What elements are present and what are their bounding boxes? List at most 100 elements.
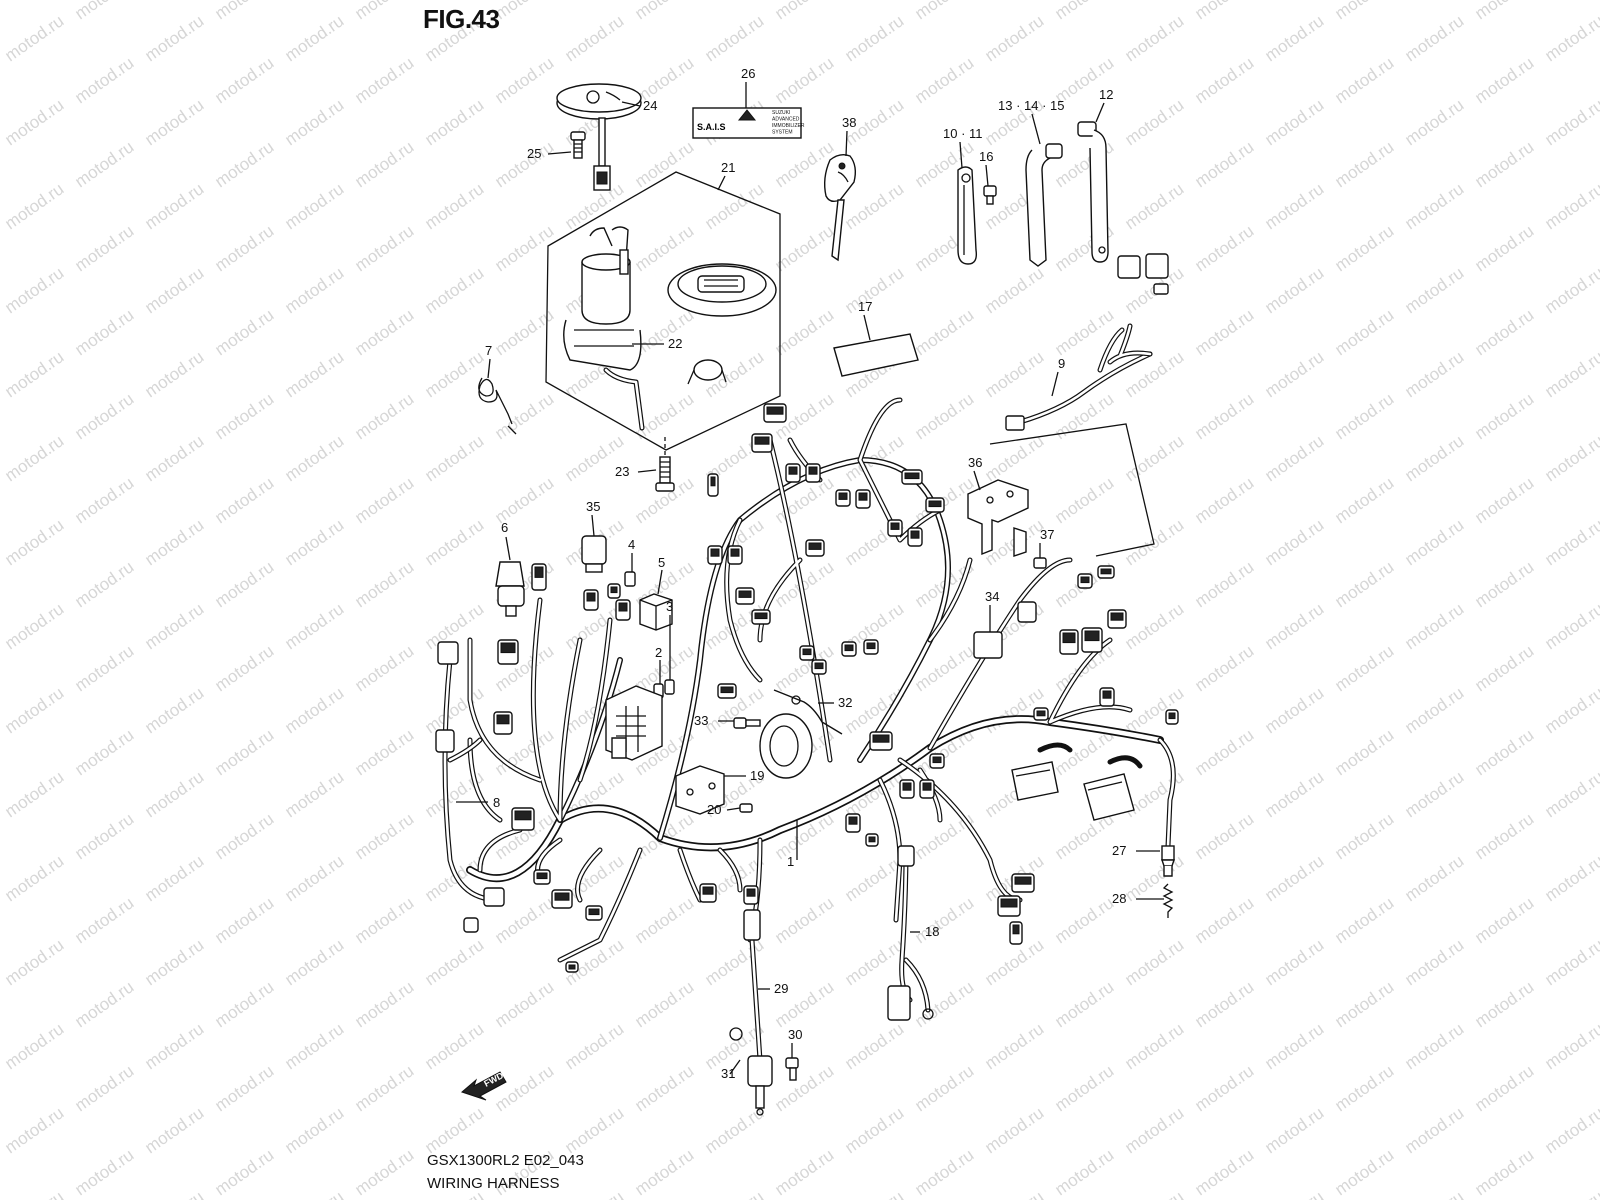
watermark-text: motod.ru [211, 305, 277, 359]
callout-label: 2 [655, 645, 662, 660]
callout-label: 27 [1112, 843, 1126, 858]
callout-label: 1 [787, 854, 794, 869]
callout-label: 36 [968, 455, 982, 470]
watermark-text: motod.ru [1261, 11, 1327, 65]
part-33-bolt [733, 717, 761, 729]
watermark-text: motod.ru [351, 389, 417, 443]
watermark-text: motod.ru [351, 809, 417, 863]
watermark-text: motod.ru [211, 641, 277, 695]
watermark-text: motod.ru [631, 221, 697, 275]
connector-socket [1102, 690, 1112, 699]
connector-socket [1080, 576, 1090, 584]
part-key-cylinder [687, 359, 727, 385]
watermark-text: motod.ru [771, 893, 837, 947]
watermark-text: motod.ru [1, 767, 67, 821]
callout-label: 30 [788, 1027, 802, 1042]
watermark-text: motod.ru [491, 977, 557, 1031]
watermark-text: motod.ru [1121, 95, 1187, 149]
part-4-fuse [624, 571, 636, 587]
callout-leader-line [487, 358, 491, 379]
watermark-text: motod.ru [1261, 935, 1327, 989]
part-36-bracket [967, 479, 1029, 557]
sticker-main-text: S.A.I.S [697, 122, 726, 132]
watermark-text: motod.ru [841, 683, 907, 737]
watermark-text: motod.ru [351, 977, 417, 1031]
footer-model-code: GSX1300RL2 E02_043 [427, 1152, 584, 1169]
watermark-text: motod.ru [1261, 431, 1327, 485]
watermark-text: motod.ru [771, 53, 837, 107]
watermark-text: motod.ru [1, 935, 67, 989]
part-22-ignition-switch [563, 226, 645, 431]
callout-label: 18 [925, 924, 939, 939]
watermark-text: motod.ru [1051, 893, 1117, 947]
connector-socket [1110, 612, 1124, 621]
connector-socket [702, 886, 714, 895]
connector-socket [848, 816, 858, 825]
callout-label: 19 [750, 768, 764, 783]
connector-socket [710, 548, 720, 557]
callout-label: 10 · 11 [943, 126, 983, 141]
watermark-text: motod.ru [981, 1187, 1047, 1200]
watermark-text: motod.ru [281, 599, 347, 653]
callout-label: 32 [838, 695, 852, 710]
watermark-text: motod.ru [631, 1061, 697, 1115]
watermark-text: motod.ru [1191, 473, 1257, 527]
watermark-text: motod.ru [351, 473, 417, 527]
watermark-text: motod.ru [1121, 431, 1187, 485]
watermark-text: motod.ru [211, 137, 277, 191]
watermark-text: motod.ru [771, 0, 837, 23]
watermark-text: motod.ru [1, 95, 67, 149]
watermark-text: motod.ru [701, 179, 767, 233]
connector-socket [586, 592, 596, 602]
callout-label: 21 [721, 160, 735, 175]
watermark-text: motod.ru [1, 515, 67, 569]
watermark-text: motod.ru [141, 1019, 207, 1073]
connector-socket [618, 602, 628, 612]
watermark-text: motod.ru [1541, 11, 1600, 65]
watermark-text: motod.ru [1541, 935, 1600, 989]
watermark-text: motod.ru [631, 1145, 697, 1199]
watermark-text: motod.ru [211, 1061, 277, 1115]
callout-leader-line [729, 1059, 741, 1075]
part-6-relay [495, 561, 525, 617]
footer-diagram-name: WIRING HARNESS [427, 1175, 560, 1192]
callout-label: 17 [858, 299, 872, 314]
callout-label: 29 [774, 981, 788, 996]
callout-label: 23 [615, 464, 629, 479]
watermark-text: motod.ru [281, 95, 347, 149]
watermark-text: motod.ru [71, 53, 137, 107]
connector-socket [922, 782, 932, 791]
watermark-text: motod.ru [1401, 1103, 1467, 1157]
callout-leader-line [1051, 371, 1059, 397]
watermark-text: motod.ru [491, 137, 557, 191]
part-28-spring [1162, 883, 1174, 918]
watermark-text: motod.ru [281, 431, 347, 485]
watermark-text: motod.ru [911, 1061, 977, 1115]
watermark-text: motod.ru [1541, 1019, 1600, 1073]
watermark-text: motod.ru [631, 137, 697, 191]
part-13-14-15-clamp [1025, 143, 1063, 267]
watermark-text: motod.ru [841, 11, 907, 65]
watermark-text: motod.ru [841, 1103, 907, 1157]
callout-leader-line [1031, 113, 1041, 145]
watermark-text: motod.ru [351, 641, 417, 695]
watermark-text: motod.ru [1401, 1019, 1467, 1073]
part-21-kit-boundary [545, 171, 781, 451]
watermark-text: motod.ru [71, 893, 137, 947]
watermark-text: motod.ru [1401, 515, 1467, 569]
watermark-text: motod.ru [1261, 1187, 1327, 1200]
watermark-text: motod.ru [281, 1019, 347, 1073]
watermark-text: motod.ru [981, 11, 1047, 65]
watermark-text: motod.ru [1, 1019, 67, 1073]
watermark-text: motod.ru [71, 1145, 137, 1199]
watermark-text: motod.ru [631, 0, 697, 23]
callout-leader-line [1095, 102, 1105, 123]
callout-label: 5 [658, 555, 665, 570]
watermark-text: motod.ru [211, 893, 277, 947]
callout-label: 7 [485, 343, 492, 358]
watermark-text: motod.ru [1331, 0, 1397, 23]
watermark-text: motod.ru [841, 935, 907, 989]
watermark-text: motod.ru [491, 389, 557, 443]
